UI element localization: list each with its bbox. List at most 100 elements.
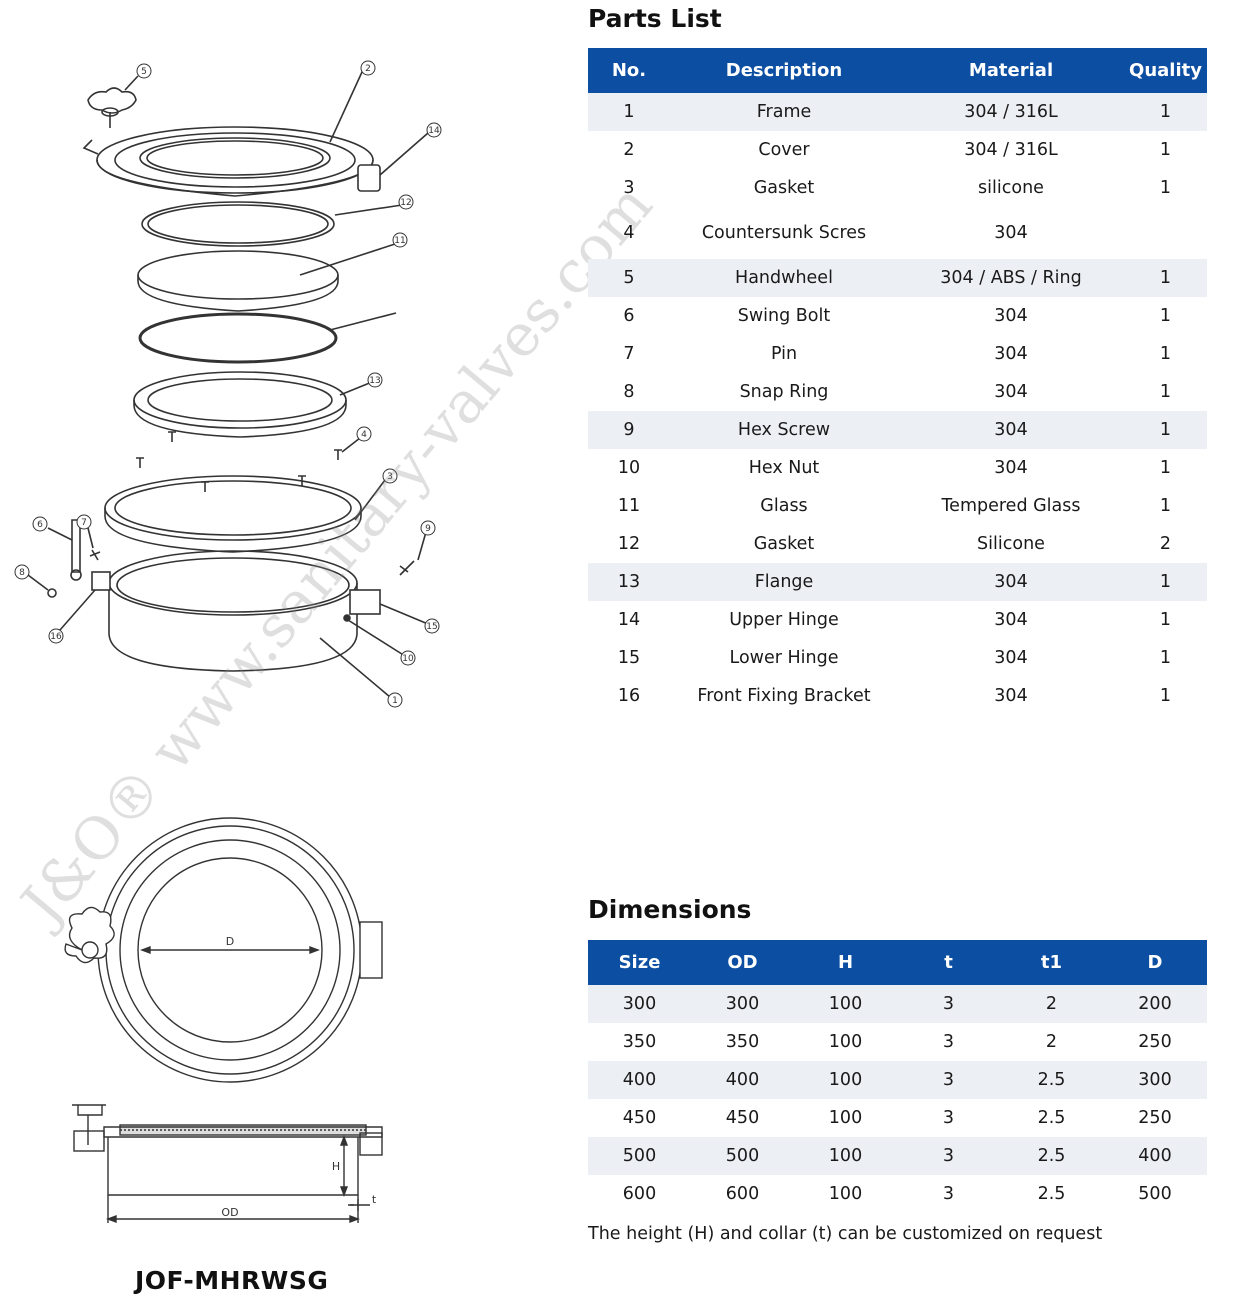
dimensions-cell: 100 xyxy=(794,1137,897,1175)
parts-cell: 7 xyxy=(623,344,635,364)
dimensions-header-cell: t xyxy=(897,940,1000,985)
dimensions-cell: 300 xyxy=(1103,1061,1207,1099)
dimensions-cell: 2 xyxy=(1045,1032,1058,1052)
part-callout-label: 15 xyxy=(426,622,437,632)
dimensions-cell: 3 xyxy=(942,1184,955,1204)
parts-cell xyxy=(1124,207,1207,259)
dimensions-cell: 2.5 xyxy=(1000,1137,1103,1175)
parts-cell: 1 xyxy=(1159,178,1172,198)
part-callout-label: 11 xyxy=(394,236,405,246)
parts-cell: 12 xyxy=(617,534,641,554)
part-callout-circle xyxy=(360,60,376,76)
part-callout-label: 1 xyxy=(392,696,398,706)
dimensions-cell: 100 xyxy=(794,985,897,1023)
part-callout-label: 5 xyxy=(141,67,147,77)
dimensions-cell: 3 xyxy=(897,985,1000,1023)
dimensions-cell: 2.5 xyxy=(1037,1108,1066,1128)
dimension-label-od: OD xyxy=(221,1206,238,1219)
parts-cell: Flange xyxy=(670,563,898,601)
parts-cell: Frame xyxy=(670,93,898,131)
part-callout-circle xyxy=(14,564,30,580)
part-callout-circle xyxy=(356,426,372,442)
dimensions-cell: 450 xyxy=(725,1108,760,1128)
parts-cell: 1 xyxy=(588,93,670,131)
parts-cell: 1 xyxy=(1159,306,1172,326)
parts-cell: 1 xyxy=(1124,259,1207,297)
dimensions-cell: 3 xyxy=(897,1137,1000,1175)
parts-cell: 6 xyxy=(623,306,635,326)
dimensions-cell: 350 xyxy=(622,1032,657,1052)
parts-cell: Silicone xyxy=(977,534,1045,554)
part-callout-label: 8 xyxy=(19,568,25,578)
part-callout-label: 16 xyxy=(50,632,62,642)
parts-cell: 15 xyxy=(617,648,641,668)
parts-cell: Hex Nut xyxy=(748,458,820,478)
part-callout-label: 10 xyxy=(402,654,414,664)
parts-cell: silicone xyxy=(978,178,1044,198)
dimensions-cell: 3 xyxy=(897,1061,1000,1099)
part-callout-circle xyxy=(420,520,436,536)
part-callout-label: 13 xyxy=(369,376,380,386)
dimensions-cell: 100 xyxy=(828,1184,863,1204)
parts-header-cell: Quality xyxy=(1124,48,1207,93)
dimensions-cell: 250 xyxy=(1138,1032,1172,1052)
parts-cell: 304 / 316L xyxy=(898,93,1124,131)
parts-header-cell: No. xyxy=(588,48,670,93)
part-callout-circle xyxy=(367,372,383,388)
dimensions-cell: 3 xyxy=(942,1032,955,1052)
parts-cell: 304 xyxy=(898,563,1124,601)
parts-cell: Lower Hinge xyxy=(729,648,839,668)
parts-cell: 1 xyxy=(1124,411,1207,449)
parts-header-cell: Description xyxy=(670,48,898,93)
part-callout-circle xyxy=(392,232,408,248)
parts-cell: 13 xyxy=(588,563,670,601)
parts-cell: 304 xyxy=(994,306,1028,326)
parts-cell: 304 xyxy=(994,610,1028,630)
parts-cell: 9 xyxy=(588,411,670,449)
dimensions-cell: 100 xyxy=(794,1061,897,1099)
top-view-drawing: D xyxy=(64,817,383,1083)
parts-cell: 304 / 316L xyxy=(964,140,1058,160)
dimensions-cell: 400 xyxy=(588,1061,691,1099)
parts-cell: 1 xyxy=(1159,382,1172,402)
dimension-label-h: H xyxy=(332,1160,340,1173)
parts-cell: Tempered Glass xyxy=(941,496,1081,516)
dimensions-cell: 2.5 xyxy=(1000,1061,1103,1099)
parts-cell: Gasket xyxy=(753,178,815,198)
dimensions-cell: 250 xyxy=(1138,1108,1172,1128)
handwheel-drawing xyxy=(87,87,137,128)
part-callout-circle xyxy=(400,650,416,666)
dimensions-cell: 3 xyxy=(942,1108,955,1128)
parts-cell: 1 xyxy=(1159,610,1172,630)
parts-cell: 304 xyxy=(898,411,1124,449)
dimensions-header-cell: D xyxy=(1103,940,1207,985)
dimensions-cell: 500 xyxy=(588,1137,691,1175)
part-callout-circle xyxy=(424,618,440,634)
dimensions-header-cell: t1 xyxy=(1000,940,1103,985)
parts-cell: 1 xyxy=(1159,344,1172,364)
dimensions-cell: 400 xyxy=(691,1061,794,1099)
dimensions-cell: 100 xyxy=(828,1108,863,1128)
parts-cell: 1 xyxy=(1159,648,1172,668)
parts-cell: Cover xyxy=(758,140,810,160)
parts-header-cell: Material xyxy=(898,48,1124,93)
dimensions-cell: 500 xyxy=(1138,1184,1172,1204)
parts-cell: Gasket xyxy=(753,534,815,554)
parts-list-title: Parts List xyxy=(588,4,722,33)
